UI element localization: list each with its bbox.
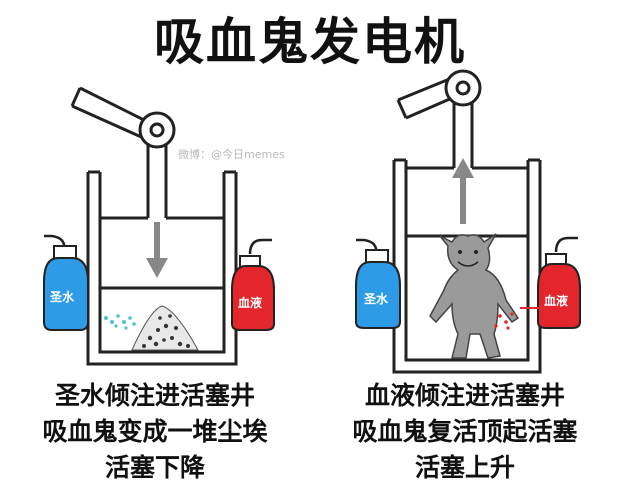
- right-piston-head: [406, 166, 528, 238]
- right-blood-bottle: [494, 236, 581, 330]
- left-holy-water-bottle: [43, 234, 136, 331]
- left-holy-water-label: 圣水: [50, 290, 75, 304]
- piston-arrow-up-icon: [452, 158, 474, 224]
- right-blood-label: 血液: [544, 294, 569, 308]
- left-blood-label: 血液: [238, 296, 263, 310]
- right-holy-water-label: 圣水: [364, 292, 389, 306]
- watermark-text: 微博：@今日memes: [178, 148, 285, 161]
- right-caption-line-1: 血液倾注进活塞井: [364, 381, 565, 410]
- left-connecting-rod: [138, 111, 176, 218]
- right-connecting-rod: [444, 69, 482, 168]
- right-engine: [355, 69, 581, 374]
- left-caption-line-3: 活塞下降: [104, 453, 205, 482]
- vampire-figure: [429, 233, 520, 359]
- left-cylinder: [86, 170, 238, 366]
- left-dust-pile: [131, 305, 199, 351]
- left-caption-line-2: 吸血鬼变成一堆尘埃: [42, 417, 268, 446]
- right-caption-line-3: 活塞上升: [414, 453, 515, 482]
- left-piston-head: [100, 216, 224, 290]
- left-blood-bottle: [231, 238, 275, 331]
- page-title: 吸血鬼发电机: [154, 13, 466, 71]
- left-crank-arm: [70, 86, 153, 142]
- piston-arrow-down-icon: [146, 222, 168, 278]
- right-caption-line-2: 吸血鬼复活顶起活塞: [352, 417, 578, 446]
- left-caption: 圣水倾注进活塞井 吸血鬼变成一堆尘埃 活塞下降: [0, 378, 310, 486]
- right-holy-water-bottle: [355, 238, 401, 329]
- left-caption-line-1: 圣水倾注进活塞井: [54, 381, 255, 410]
- right-crank-arm: [396, 76, 453, 120]
- right-caption: 血液倾注进活塞井 吸血鬼复活顶起活塞 活塞上升: [310, 378, 620, 486]
- left-engine: [43, 86, 275, 366]
